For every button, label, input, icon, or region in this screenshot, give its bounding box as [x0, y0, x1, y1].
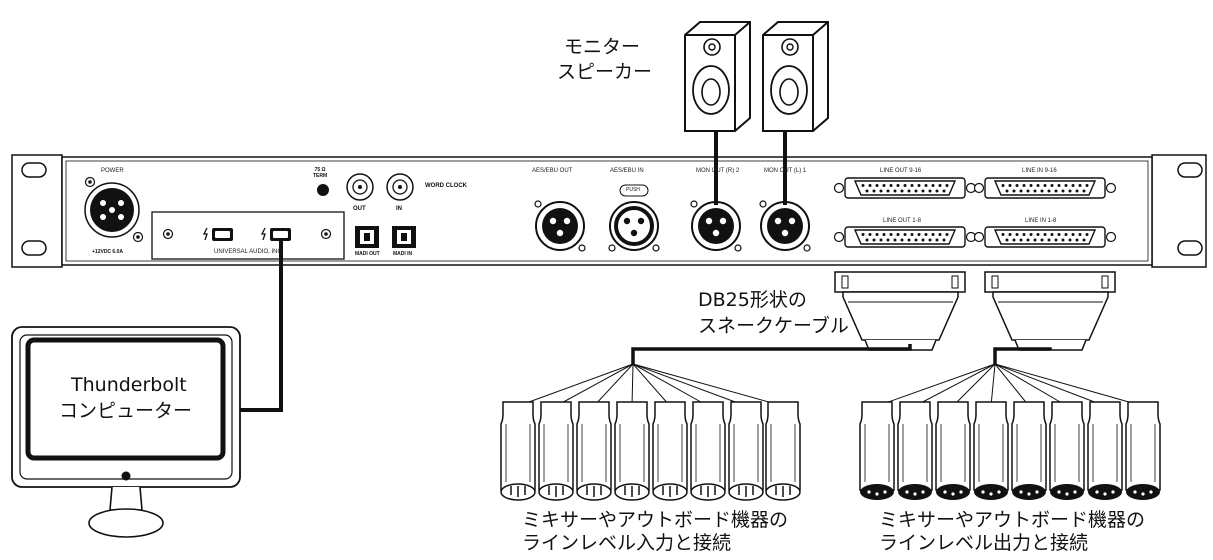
- aes-out-label: AES/EBU OUT: [532, 168, 573, 174]
- push-label: PUSH: [626, 187, 640, 193]
- rack-ear-slot: [1177, 240, 1203, 256]
- db25-line-out-1-8: [833, 226, 977, 248]
- thunderbolt-cable: [240, 241, 283, 412]
- power-connector: [84, 176, 144, 243]
- monitor-speaker-left: [684, 21, 751, 132]
- snake-cable-label-line2: スネークケーブル: [698, 315, 849, 337]
- aes-ebu-in-xlr: [608, 184, 660, 252]
- thunderbolt-computer: [11, 326, 241, 538]
- wc-out-label: OUT: [353, 206, 366, 212]
- thunderbolt-icon: [260, 227, 266, 241]
- snake-fanout-output: [876, 363, 1144, 407]
- mon-out-r-xlr: [690, 200, 742, 252]
- word-clock-label: WORD CLOCK: [425, 183, 467, 189]
- monitor-speakers-label-line1: モニター: [564, 36, 641, 58]
- mon-out-l-xlr: [759, 200, 811, 252]
- power-label: POWER: [101, 168, 124, 174]
- rack-interface-rear-panel: [11, 154, 1207, 268]
- word-clock-in-bnc: [386, 173, 414, 201]
- thunderbolt-card: [151, 211, 345, 260]
- rack-ear-slot: [21, 240, 47, 256]
- output-group-label-line1: ミキサーやアウトボード機器の: [879, 509, 1146, 531]
- computer-label-line2: コンピューター: [59, 400, 193, 422]
- computer-label-line1: Thunderbolt: [71, 374, 187, 396]
- xlr-male-plugs: [500, 401, 801, 501]
- rack-ear-slot: [1177, 162, 1203, 178]
- thunderbolt-icon: [202, 227, 208, 241]
- monitor-speakers-label-line2: スピーカー: [557, 61, 653, 83]
- left-rack-ear: [11, 154, 63, 268]
- snake-db25-left: [834, 271, 966, 351]
- monitor-speaker-right: [762, 21, 829, 132]
- madi-in-port: [392, 226, 416, 248]
- wc-in-label: IN: [396, 206, 402, 212]
- push-latch: [619, 184, 649, 197]
- input-group-label-line1: ミキサーやアウトボード機器の: [522, 509, 789, 531]
- db25-line-in-9-16: [973, 177, 1117, 199]
- line-in-9-16-label: LINE IN 9-16: [1022, 168, 1057, 174]
- power-spec-label: +12VDC 6.0A: [92, 249, 123, 255]
- madi-in-label: MADI IN: [393, 251, 413, 257]
- aes-in-label: AES/EBU IN: [610, 168, 644, 174]
- madi-out-port: [355, 226, 379, 248]
- term-switch: [317, 184, 329, 196]
- db25-line-out-9-16: [833, 177, 977, 199]
- aes-ebu-out-xlr: [534, 200, 586, 252]
- mon-r-label: MON OUT (R) 2: [696, 168, 740, 174]
- madi-out-label: MADI OUT: [355, 251, 380, 257]
- rack-ear-slot: [21, 162, 47, 178]
- snake-db25-right: [984, 271, 1116, 351]
- mon-l-label: MON OUT (L) 1: [764, 168, 807, 174]
- line-out-1-8-label: LINE OUT 1-8: [883, 218, 921, 224]
- snake-fanout-input: [517, 363, 784, 407]
- output-group-label-line2: ラインレベル出力と接続: [879, 532, 1089, 554]
- line-out-9-16-label: LINE OUT 9-16: [880, 168, 922, 174]
- line-in-1-8-label: LINE IN 1-8: [1025, 218, 1057, 224]
- snake-cable-input: [631, 344, 912, 364]
- xlr-female-plugs: [859, 401, 1161, 501]
- snake-cable-label-line1: DB25形状の: [698, 289, 807, 311]
- word-clock-out-bnc: [346, 173, 374, 201]
- term-label: 75 Ω TERM: [313, 167, 328, 179]
- db25-line-in-1-8: [973, 226, 1117, 248]
- input-group-label-line2: ラインレベル入力と接続: [522, 532, 732, 554]
- snake-cable-output: [993, 347, 1052, 364]
- ua-name-label: UNIVERSAL AUDIO, INC.: [214, 249, 284, 255]
